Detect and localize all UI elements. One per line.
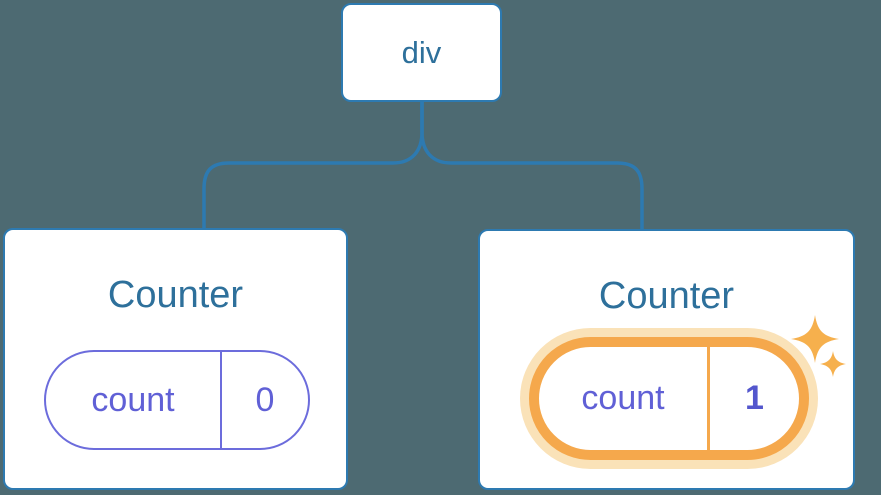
state-key-label: count [91,380,175,419]
counter-title: Counter [598,275,735,317]
counter-title: Counter [107,274,244,316]
state-value: 1 [745,379,764,417]
connector-left-branch [202,101,424,230]
state-pill-highlighted: count 1 [529,337,809,460]
state-value: 0 [255,380,275,419]
sparkle-small [820,351,846,377]
state-key-label: count [581,379,665,417]
state-pill: count 0 [44,350,310,450]
counter-card-left: Counter count 0 [3,228,348,490]
counter-card-right: Counter count 1 [478,229,855,490]
sparkle-large [791,315,839,363]
root-node-label: div [401,34,442,70]
pill-divider [707,347,710,450]
sparkles-icon [791,315,846,377]
pill-divider [220,352,222,448]
root-node-div: div [341,3,502,102]
connector-right-branch [420,101,644,230]
